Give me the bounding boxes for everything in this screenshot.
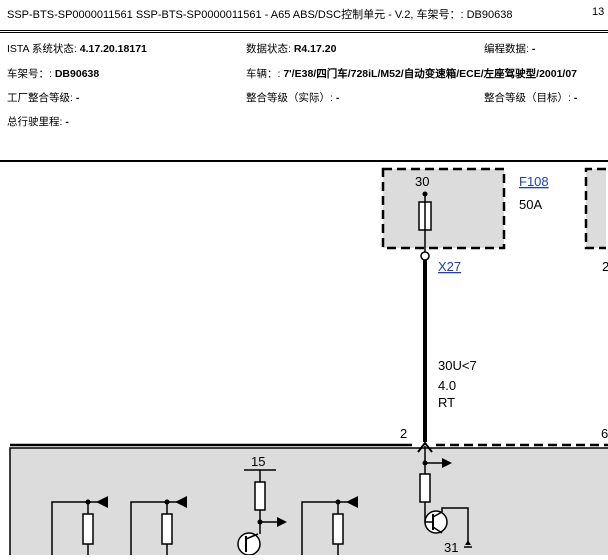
factory-level: 工厂整合等级: - xyxy=(7,90,79,105)
arrow-left-icon-3 xyxy=(346,496,358,508)
mileage: 总行驶里程: - xyxy=(7,114,69,129)
pin-connector-icon xyxy=(417,441,433,453)
page-header: SSP-BTS-SP0000011561 SSP-BTS-SP000001156… xyxy=(0,0,608,31)
terminal-31-label: 31 xyxy=(444,540,458,555)
arrow-left-icon-1 xyxy=(96,496,108,508)
terminal-15-label: 15 xyxy=(251,454,265,469)
wire-size: 4.0 xyxy=(438,378,456,393)
transistor-2-collector xyxy=(245,533,259,540)
header-divider xyxy=(0,32,608,33)
arrow-right-icon-2 xyxy=(277,517,287,527)
actual-level-label: 整合等级（实际）: xyxy=(246,92,336,104)
arrow-left-icon-2 xyxy=(175,496,187,508)
target-level: 整合等级（目标）: - xyxy=(484,90,577,105)
vin-value: DB90638 xyxy=(54,68,100,80)
vin-label: 车架号：: xyxy=(7,68,55,80)
resistor-3-icon xyxy=(332,513,344,545)
right-pin-partial: 6 xyxy=(601,426,608,441)
fuse-link[interactable]: F108 xyxy=(519,174,549,189)
transistor-collector xyxy=(432,511,443,518)
fuse-rating: 50A xyxy=(519,197,542,212)
vehicle-label: 车辆：: xyxy=(246,68,284,80)
target-level-label: 整合等级（目标）: xyxy=(484,92,574,104)
input-branch-1 xyxy=(51,496,108,555)
actual-level-value: - xyxy=(335,92,340,104)
data-status-label: 数据状态: xyxy=(246,43,294,55)
ista-status-label: ISTA 系统状态: xyxy=(7,43,80,55)
ista-status: ISTA 系统状态: 4.17.20.18171 xyxy=(7,41,147,56)
mileage-value: - xyxy=(65,116,69,128)
arrow-right-icon xyxy=(442,458,452,468)
resistor-15-icon xyxy=(254,481,266,511)
vehicle-value: 7'/E38/四门车/728iL/M52/自动变速箱/ECE/左座驾驶型/200… xyxy=(283,68,578,80)
transistor-2-icon xyxy=(237,532,261,556)
transistor-output-wire xyxy=(441,507,469,542)
wire-color: RT xyxy=(438,395,455,410)
connector-link[interactable]: X27 xyxy=(438,259,461,274)
programming-data-value: - xyxy=(531,43,536,55)
resistor-2-icon xyxy=(161,513,173,545)
transistor-emitter xyxy=(432,526,443,534)
input-branch-2 xyxy=(130,496,187,555)
info-block: ISTA 系统状态: 4.17.20.18171 数据状态: R4.17.20 … xyxy=(0,30,608,162)
input-branch-3 xyxy=(301,496,358,555)
fuse-pin-label: 30 xyxy=(415,174,429,189)
mileage-label: 总行驶里程: xyxy=(7,116,66,128)
ista-status-value: 4.17.20.18171 xyxy=(79,43,147,55)
programming-data-label: 编程数据: xyxy=(484,43,532,55)
ground-arrow-icon xyxy=(465,540,471,545)
page-number: 13 xyxy=(592,6,605,18)
factory-level-label: 工厂整合等级: xyxy=(7,92,76,104)
connector-icon xyxy=(420,251,430,261)
wire-label: 30U<7 xyxy=(438,358,477,373)
data-status-value: R4.17.20 xyxy=(293,43,337,55)
actual-level: 整合等级（实际）: - xyxy=(246,90,339,105)
target-level-value: - xyxy=(573,92,578,104)
vehicle: 车辆：: 7'/E38/四门车/728iL/M52/自动变速箱/ECE/左座驾驶… xyxy=(246,66,577,81)
document-title: SSP-BTS-SP0000011561 SSP-BTS-SP000001156… xyxy=(7,9,513,21)
resistor-icon xyxy=(419,473,431,503)
programming-data: 编程数据: - xyxy=(484,41,535,56)
vin: 车架号：: DB90638 xyxy=(7,66,99,81)
wiring-diagram-svg: 30 F108 50A X27 2 30U<7 4.0 RT 2 6 xyxy=(9,167,608,559)
wiring-diagram: 30 F108 50A X27 2 30U<7 4.0 RT 2 6 xyxy=(0,162,608,559)
data-status: 数据状态: R4.17.20 xyxy=(246,41,336,56)
factory-level-value: - xyxy=(75,92,80,104)
right-pin-top-partial: 2 xyxy=(602,259,608,274)
neighbor-fuse-box xyxy=(584,167,606,250)
resistor-1-icon xyxy=(82,513,94,545)
left-pin-label: 2 xyxy=(400,426,407,441)
fuse-box xyxy=(381,167,506,250)
